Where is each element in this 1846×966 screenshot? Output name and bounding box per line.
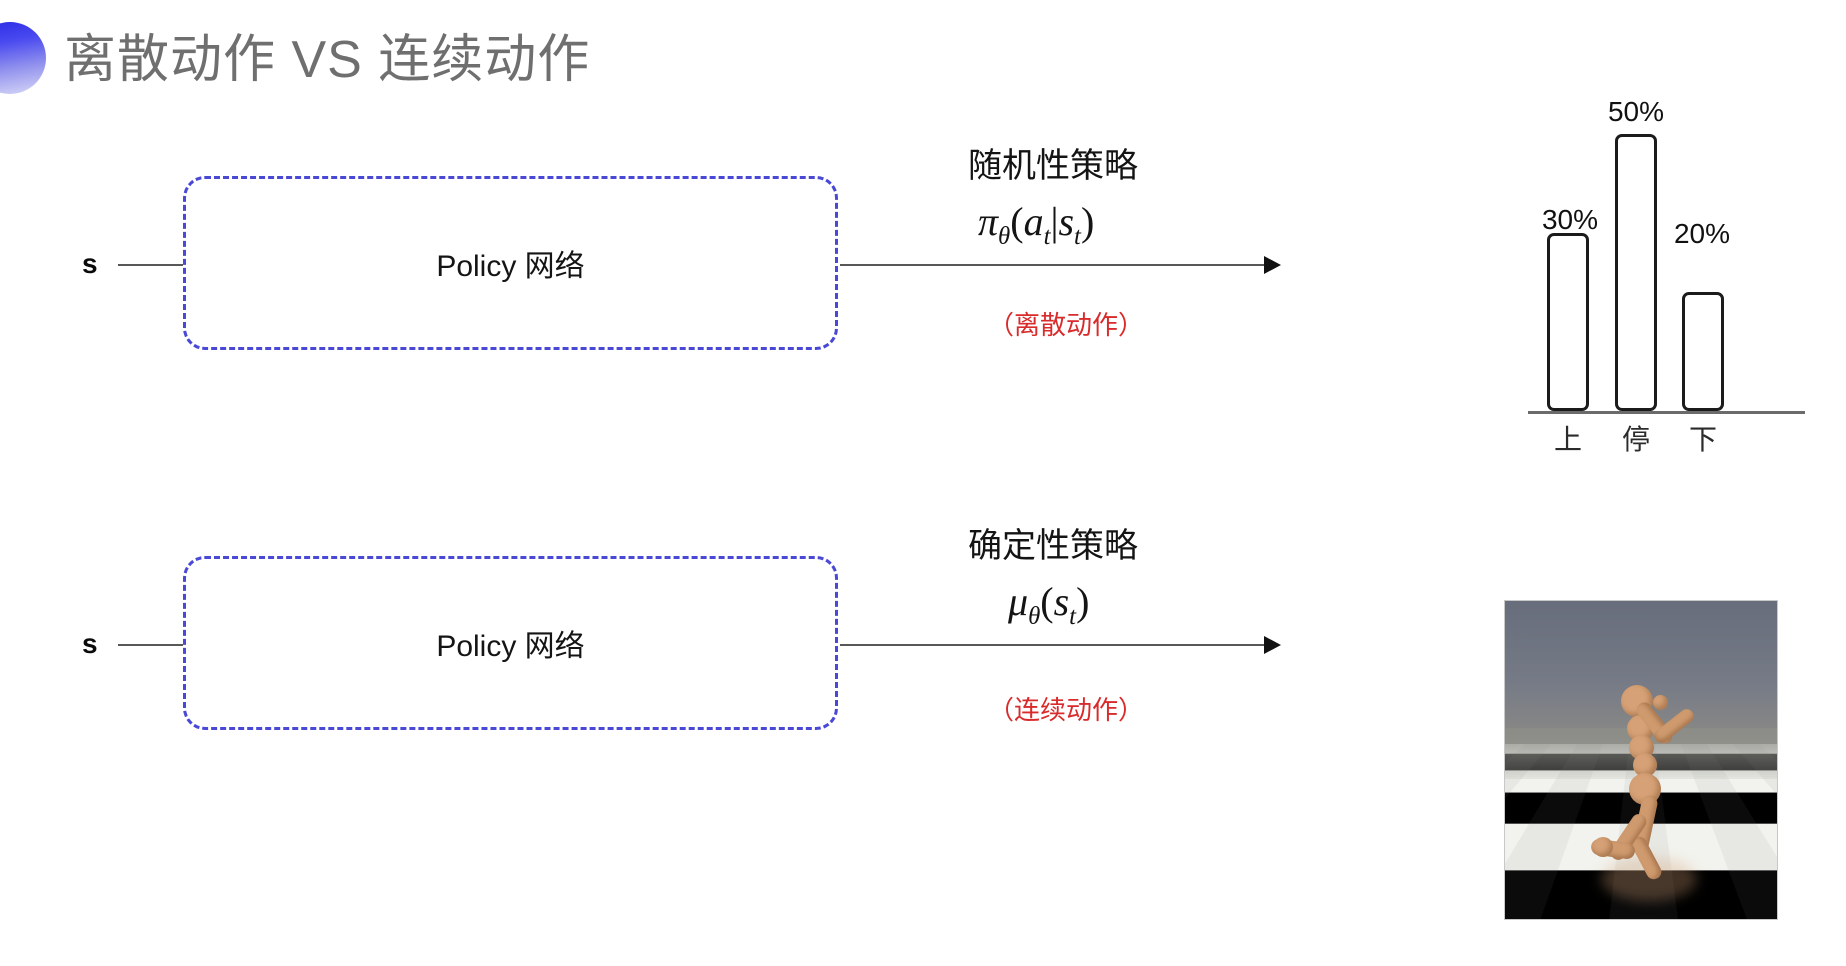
bar-category-2: 停	[1621, 424, 1650, 455]
formula-close-paren: )	[1080, 199, 1095, 244]
policy-network-box-discrete[interactable]: Policy 网络	[183, 176, 838, 350]
formula-open-paren-2: (	[1040, 579, 1054, 624]
bar-value-3: 20%	[1673, 218, 1731, 249]
policy-network-box-continuous[interactable]: Policy 网络	[183, 556, 838, 730]
formula-close-paren-2: )	[1076, 579, 1090, 624]
formula-state-subscript-2: t	[1069, 603, 1077, 630]
humanoid-simulation-image	[1504, 600, 1778, 920]
bar-value-1: 30%	[1541, 204, 1599, 235]
output-arrow-continuous	[840, 644, 1278, 646]
bar-value-2: 50%	[1607, 96, 1665, 127]
policy-network-label-continuous: Policy 网络	[436, 630, 585, 663]
formula-state-symbol: s	[1058, 199, 1075, 244]
formula-open-paren: (	[1010, 199, 1024, 244]
input-arrow-continuous	[118, 644, 202, 646]
formula-action-symbol: a	[1023, 199, 1044, 244]
formula-conditional-bar: |	[1050, 199, 1059, 244]
policy-formula-discrete: πθ(at|st)	[978, 198, 1094, 251]
formula-theta-subscript-2: θ	[1028, 603, 1041, 630]
bar-1	[1547, 233, 1589, 411]
humanoid-knee	[1593, 837, 1613, 857]
policy-kind-discrete: 随机性策略	[968, 147, 1138, 185]
title-decoration-icon	[0, 22, 46, 94]
input-arrow-discrete	[118, 264, 202, 266]
humanoid-hand	[1653, 695, 1668, 710]
formula-theta-subscript: θ	[998, 223, 1011, 250]
formula-pi-symbol: π	[978, 199, 999, 244]
formula-mu-symbol: μ	[1008, 579, 1029, 624]
input-state-label-discrete: s	[82, 248, 98, 279]
discrete-action-bar-chart: 30% 上 50% 停 20% 下	[1528, 96, 1818, 455]
output-arrow-discrete	[840, 264, 1278, 266]
policy-formula-continuous: μθ(st)	[1008, 578, 1089, 631]
formula-action-subscript: t	[1043, 223, 1051, 250]
action-type-note-discrete: （离散动作）	[988, 310, 1145, 340]
formula-state-symbol-2: s	[1053, 579, 1070, 624]
policy-network-label-discrete: Policy 网络	[436, 250, 585, 283]
formula-state-subscript: t	[1074, 223, 1081, 250]
policy-kind-continuous: 确定性策略	[968, 527, 1138, 565]
page-title: 离散动作 VS 连续动作	[64, 31, 591, 89]
bar-2	[1615, 134, 1657, 411]
action-type-note-continuous: （连续动作）	[988, 695, 1145, 725]
input-state-label-continuous: s	[82, 628, 98, 659]
chart-x-axis	[1528, 411, 1805, 414]
bar-category-3: 下	[1688, 424, 1717, 455]
bar-category-1: 上	[1553, 424, 1582, 455]
bar-3	[1682, 292, 1724, 411]
